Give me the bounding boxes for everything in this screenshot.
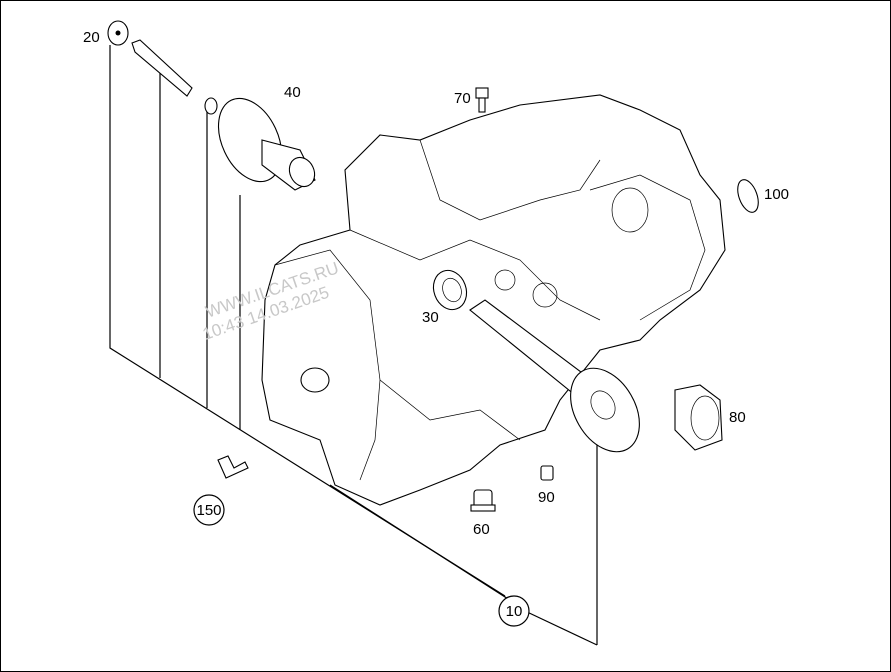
callout-10-circle [498,595,530,627]
part-100-o-ring [737,179,759,213]
part-20-washer-bolt [107,20,193,97]
callout-150[interactable]: 150 [196,502,221,519]
transmission-housing [261,94,726,506]
seal-ring [204,97,218,115]
callout-60[interactable]: 60 [473,521,490,538]
part-60-plug [470,489,496,512]
callout-30[interactable]: 30 [422,309,439,326]
callout-90[interactable]: 90 [538,489,555,506]
callout-40[interactable]: 40 [284,84,301,101]
callout-20[interactable]: 20 [83,29,100,46]
callout-70[interactable]: 70 [454,90,471,107]
output-shaft [469,299,640,453]
part-90-plug [540,465,554,481]
part-30-bushing [432,269,468,311]
part-70-bolt [475,87,489,113]
part-80-filter [674,384,723,451]
callout-100[interactable]: 100 [764,186,789,203]
part-40-flange [217,97,316,191]
callout-150-circle [193,494,225,526]
callout-80[interactable]: 80 [729,409,746,426]
part-150-bolt [217,455,249,479]
leader-lines [109,45,598,646]
callout-10[interactable]: 10 [506,603,523,620]
